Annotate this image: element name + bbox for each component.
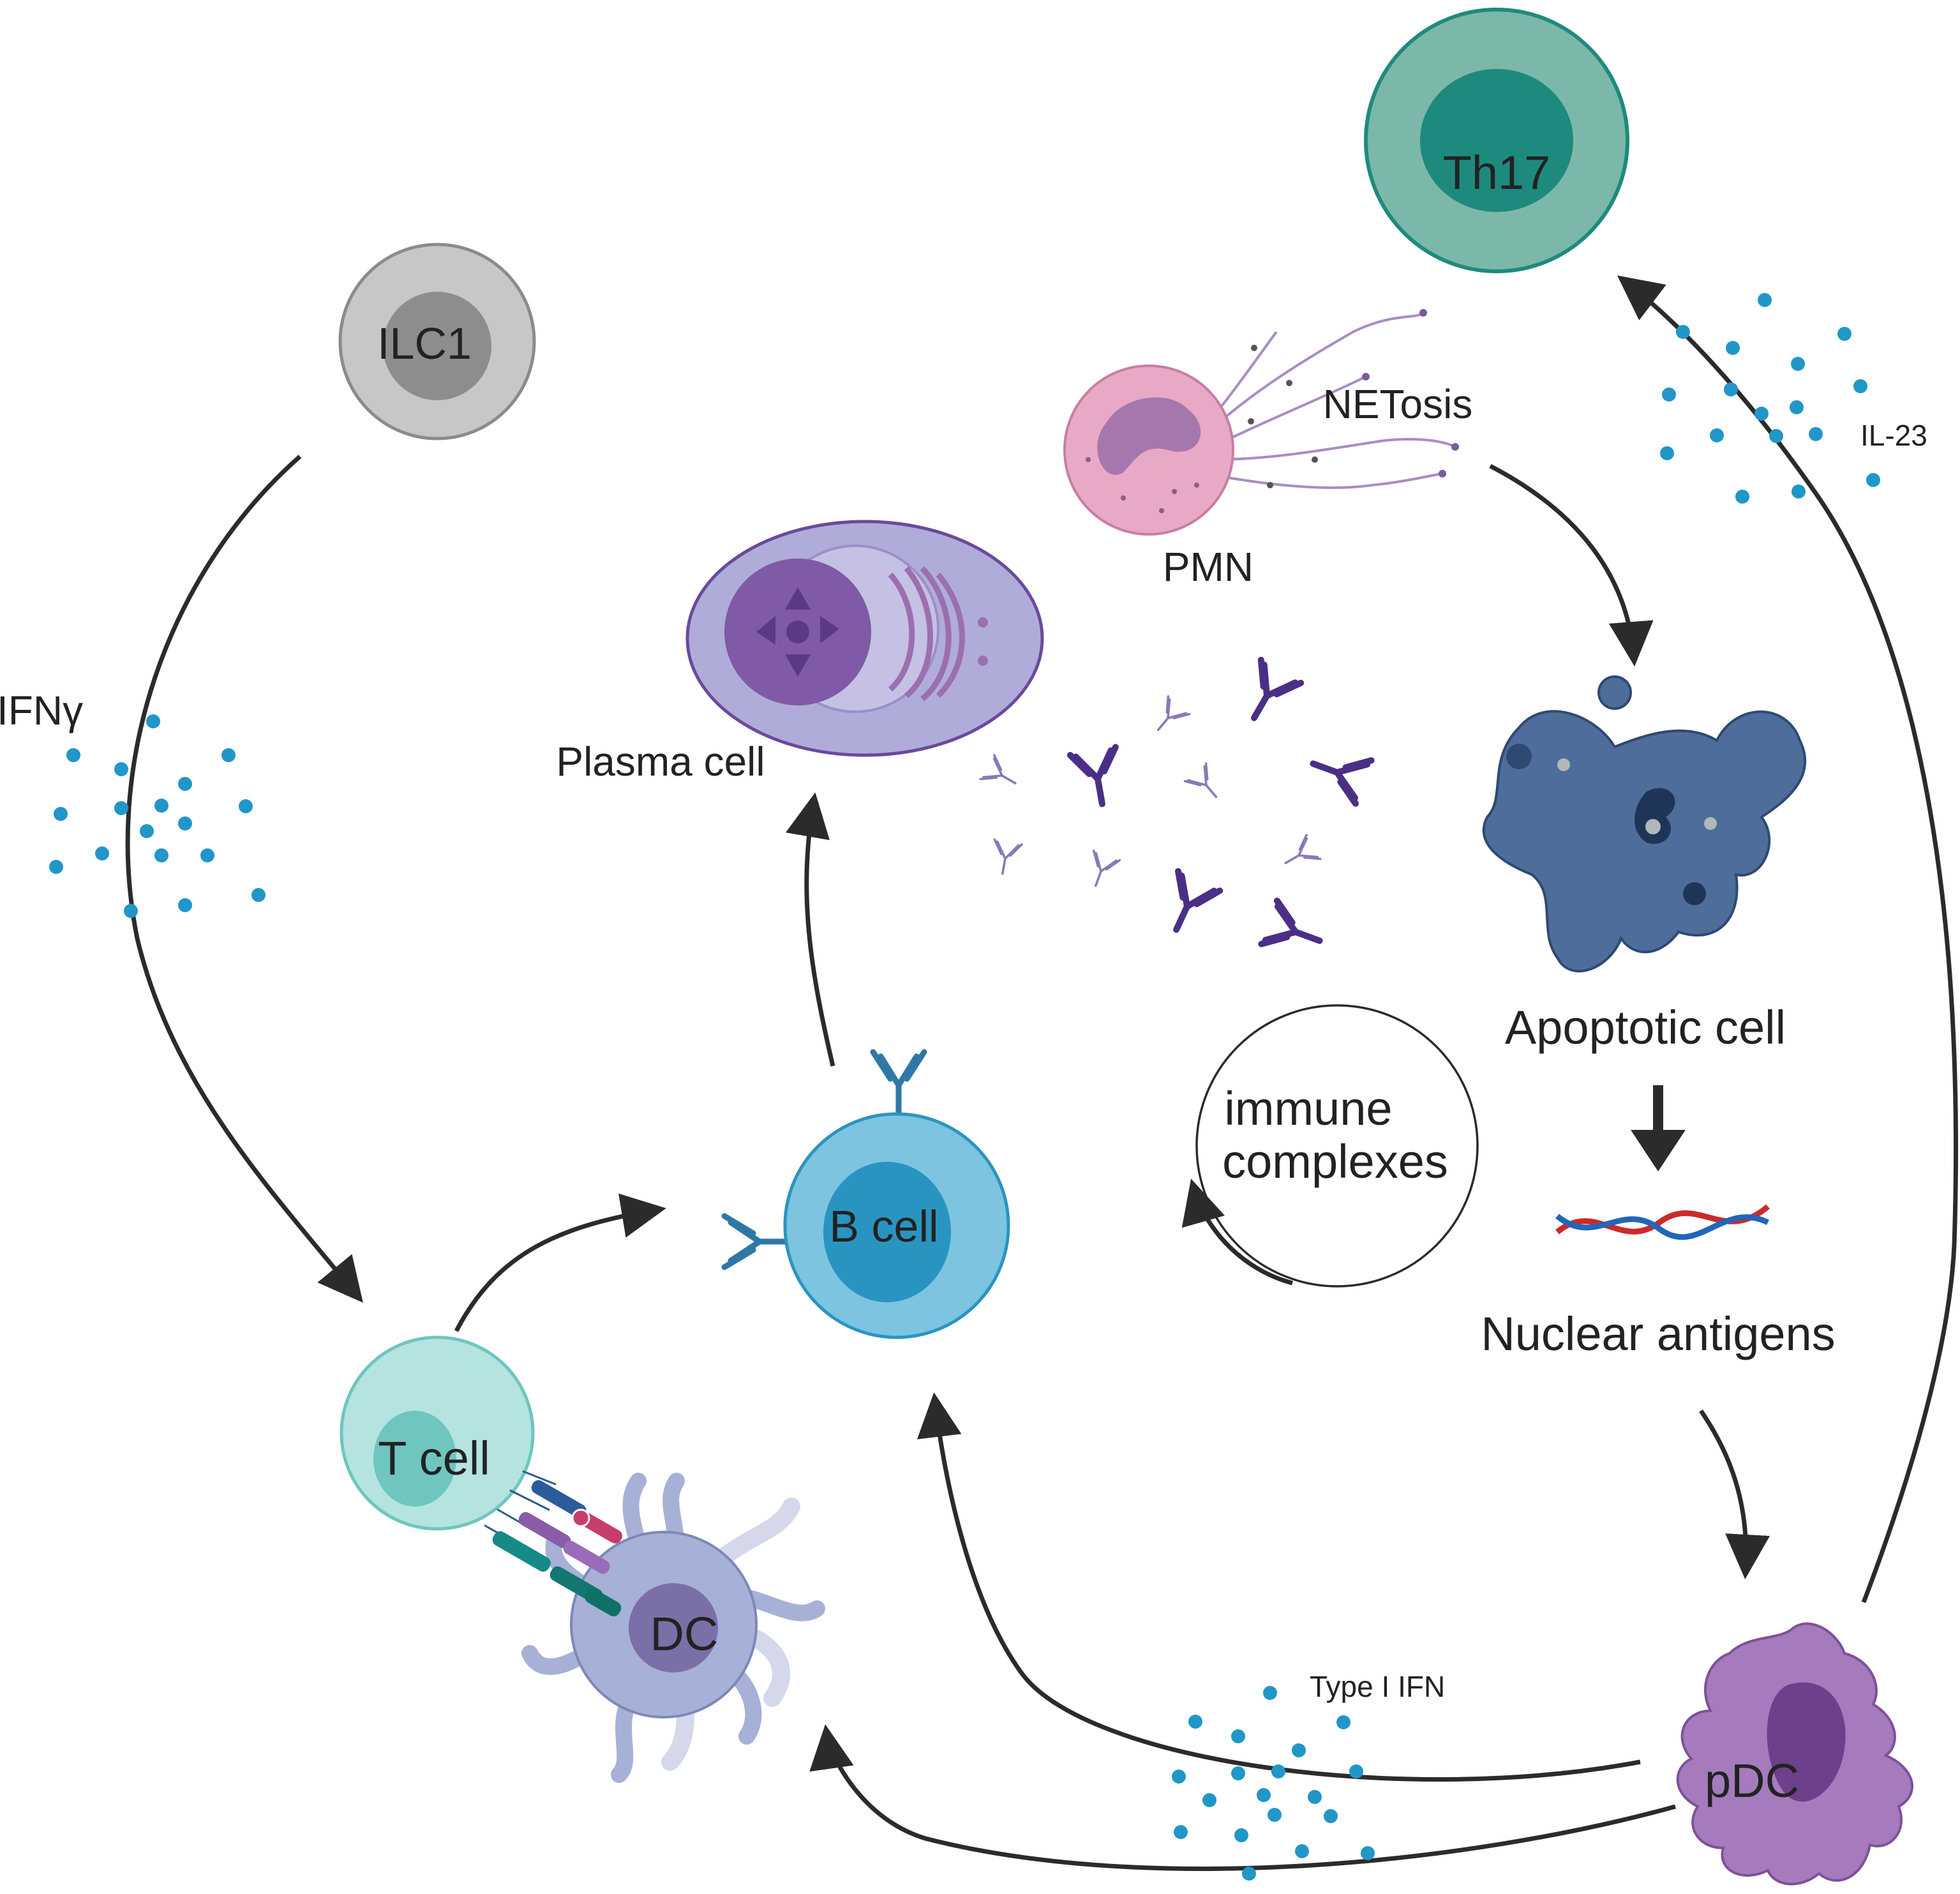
pdc-label: pDC [1705,1754,1799,1807]
immune-synapse [484,1470,622,1617]
ifn-gamma-dots [49,714,266,918]
antibody [1156,695,1191,732]
antibody-cloud [979,656,1375,947]
th17-cell: Th17 [1364,8,1629,273]
t-cell-label: T cell [378,1432,490,1485]
ifn-gamma-label: IFNγ [0,688,83,733]
cd4-purple [518,1512,571,1549]
th17-label: Th17 [1443,146,1551,199]
type1-ifn-dots [1172,1686,1375,1881]
arrow-ilc1-to-tcell [125,455,363,1303]
immune-complexes-line2: complexes [1222,1135,1448,1188]
dc-label: DC [650,1607,719,1660]
ilc1-label: ILC1 [377,319,472,368]
b-cell-receptor-left [721,1213,798,1270]
arrow-apoptotic-to-nuclear-head [1631,1130,1686,1171]
arrow-pdc-to-th17 [1617,275,1958,1604]
nuclear-antigens: Nuclear antigens [1481,1204,1836,1360]
cd28-teal [492,1531,551,1572]
b-cell: B cell [721,1049,1010,1339]
b-cell-label: B cell [829,1201,938,1251]
ligand-teal [585,1588,622,1617]
antibody [1173,868,1223,933]
antibody [1310,757,1375,807]
plasma-cell-label: Plasma cell [556,739,765,785]
immune-complexes-line1: immune [1224,1082,1392,1135]
immune-complex-cycle-ring [1195,1004,1479,1288]
il23-label: IL-23 [1860,419,1927,452]
arrow-immune-complex-cycle [1181,1178,1293,1286]
pmn-label: PMN [1163,544,1253,590]
arrow-netosis-to-apoptotic [1489,463,1654,666]
dna-strand-blue [1555,1214,1770,1240]
arrow-bcell-to-plasma [786,792,835,1067]
antibody [1066,744,1119,808]
antibody [1251,656,1305,721]
tcr-blue [531,1480,587,1518]
apoptotic-cell-label: Apoptotic cell [1505,1001,1786,1054]
pmn-cell: PMN NETosis [1063,309,1473,590]
netosis-label: NETosis [1323,381,1473,427]
arrow-pdc-to-bcell [916,1392,1641,1782]
pdc-cell: pDC [1676,1622,1914,1886]
antibody [1284,834,1322,864]
il23-dots [1660,293,1880,504]
immune-complexes: immune complexes [1222,1082,1448,1188]
b-cell-receptor-top [870,1049,927,1120]
co-receptor-purple [563,1540,610,1574]
antibody [1092,850,1121,887]
arrows [125,275,1958,1871]
t-cell: T cell [340,1335,535,1531]
dc-cell: DC [521,1473,825,1783]
antibody [979,754,1017,785]
arrow-pdc-to-dc [809,1724,1676,1871]
ilc1-cell: ILC1 [338,243,536,440]
type1-ifn-label: Type I IFN [1310,1670,1445,1703]
nuclear-antigens-label: Nuclear antigens [1481,1307,1835,1360]
arrow-nuclear-to-pdc [1699,1409,1770,1579]
apoptotic-cell: Apoptotic cell [1482,675,1807,1054]
antibody [993,838,1023,875]
arrow-tcell-to-bcell [454,1193,666,1332]
antibody [1183,762,1218,799]
plasma-cell: Plasma cell [556,520,1044,785]
antibody [1258,898,1323,947]
